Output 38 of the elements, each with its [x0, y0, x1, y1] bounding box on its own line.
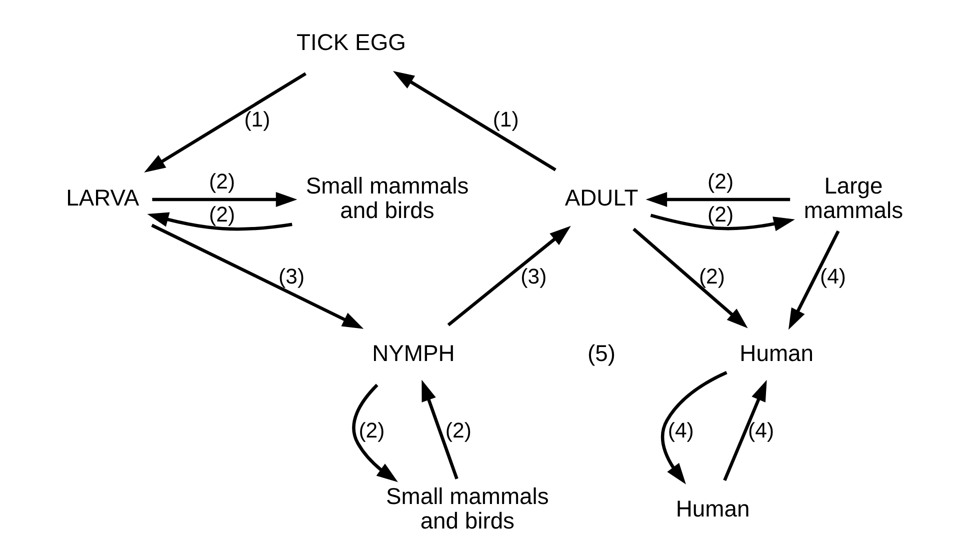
arrow	[147, 212, 292, 231]
node-text: Human	[740, 340, 814, 366]
edge-label: (2)	[698, 264, 725, 289]
arrow	[144, 72, 307, 172]
node-text: Small mammals and birds	[386, 483, 549, 534]
arrow	[422, 380, 458, 480]
node-text: Small mammals and birds	[306, 172, 469, 223]
node-text: NYMPH	[372, 340, 455, 366]
arrow	[152, 192, 298, 207]
edge-label: (3)	[520, 264, 547, 289]
edge-label: (4)	[668, 418, 694, 442]
edge-label: (2)	[209, 170, 236, 194]
edge-label: (4)	[820, 264, 846, 289]
edge-label: (2)	[358, 418, 385, 442]
arrow	[352, 384, 398, 482]
node-text: Human	[676, 495, 750, 522]
edge-label: (2)	[209, 202, 236, 226]
edge-label: (3)	[278, 264, 305, 289]
arrow	[788, 230, 840, 330]
edge-label: (2)	[708, 170, 734, 194]
node-text: ADULT	[564, 184, 638, 211]
node-text: LARVA	[66, 184, 140, 211]
arrow	[632, 228, 748, 328]
node-text: Large mammals	[804, 172, 904, 223]
arrow	[650, 214, 795, 232]
arrow	[646, 192, 790, 207]
arrow	[151, 224, 364, 329]
edge-label: (4)	[748, 418, 774, 442]
edge-label: (2)	[445, 418, 472, 442]
node-text: TICK EGG	[296, 29, 406, 56]
arrow	[723, 380, 767, 482]
arrow	[660, 371, 728, 484]
edge-label: (1)	[492, 108, 519, 132]
edge-label: (1)	[244, 108, 270, 132]
label: (5)	[588, 340, 616, 366]
edge-label: (2)	[708, 202, 734, 226]
arrow	[392, 71, 556, 172]
arrow	[447, 226, 571, 326]
